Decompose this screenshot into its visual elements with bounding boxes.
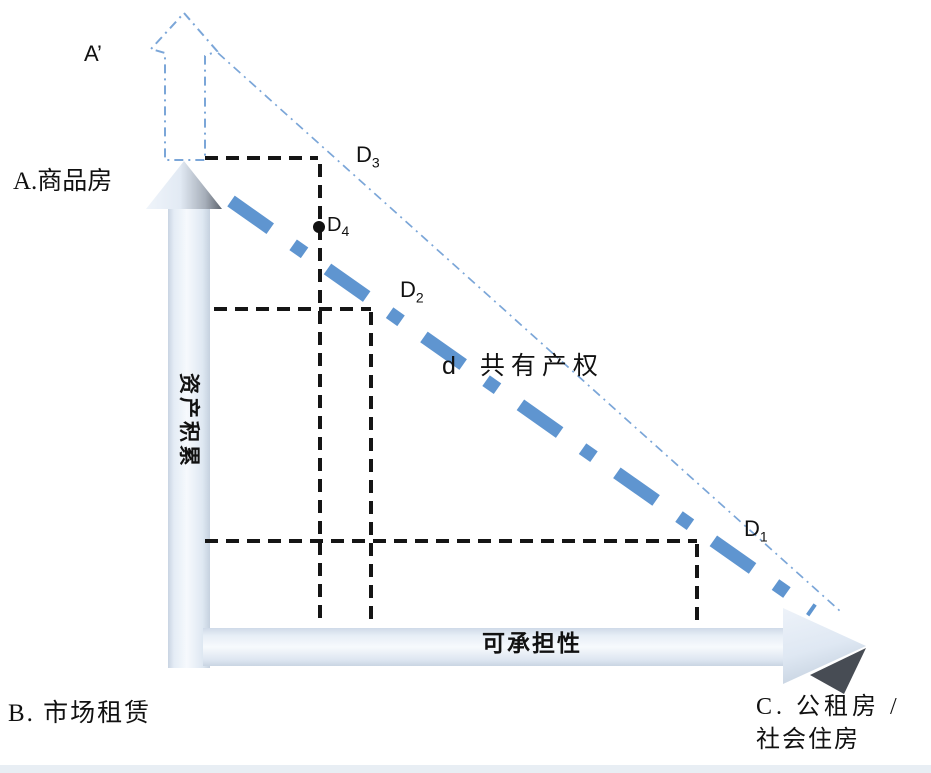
growth-extension-arrow-outline — [149, 11, 219, 161]
point-label-d1: D1 — [744, 515, 768, 546]
label-b-market-rental: B. 市场租赁 — [8, 700, 152, 727]
x-axis-label-affordability: 可承担性 — [482, 631, 582, 656]
horizontal-axis-arrow-shaft — [203, 628, 783, 666]
label-a-commodity-housing: A.商品房 — [13, 168, 113, 195]
bottom-strip — [0, 765, 931, 773]
d4-sub: 4 — [341, 223, 350, 239]
d3-sub: 3 — [371, 154, 380, 171]
d2-base: D — [400, 277, 416, 302]
label-a-prime: A’ — [84, 41, 102, 66]
d1-sub: 1 — [759, 528, 768, 545]
shared-ownership-line — [227, 195, 817, 617]
d3-base: D — [356, 142, 372, 167]
vertical-axis-arrow-shaft — [168, 205, 210, 668]
label-c-line1: C. 公租房 / — [756, 694, 901, 720]
label-c-line2: 社会住房 — [756, 727, 860, 753]
horizontal-axis-arrow-head — [783, 608, 866, 684]
label-c-public-social-housing: C. 公租房 / 社会住房 — [756, 692, 901, 755]
shared-ownership-text: 共有产权 — [479, 353, 604, 380]
d2-sub: 2 — [415, 289, 424, 306]
d4-base: D — [327, 214, 342, 236]
shared-ownership-letter: d — [442, 352, 456, 380]
label-shared-ownership: d 共有产权 — [442, 351, 604, 382]
dashed-guide-lines — [205, 156, 699, 622]
y-axis-label-asset-accumulation: 资产积累 — [177, 373, 201, 469]
point-label-d3: D3 — [356, 141, 380, 172]
tenure-boundary-line — [217, 52, 841, 612]
point-label-d2: D2 — [400, 276, 424, 307]
vertical-axis-arrow-head — [146, 161, 222, 209]
point-marker-d4 — [313, 221, 325, 233]
d1-base: D — [744, 516, 760, 541]
horizontal-arrow-shadow — [810, 648, 866, 694]
point-label-d4: D4 — [327, 213, 349, 241]
